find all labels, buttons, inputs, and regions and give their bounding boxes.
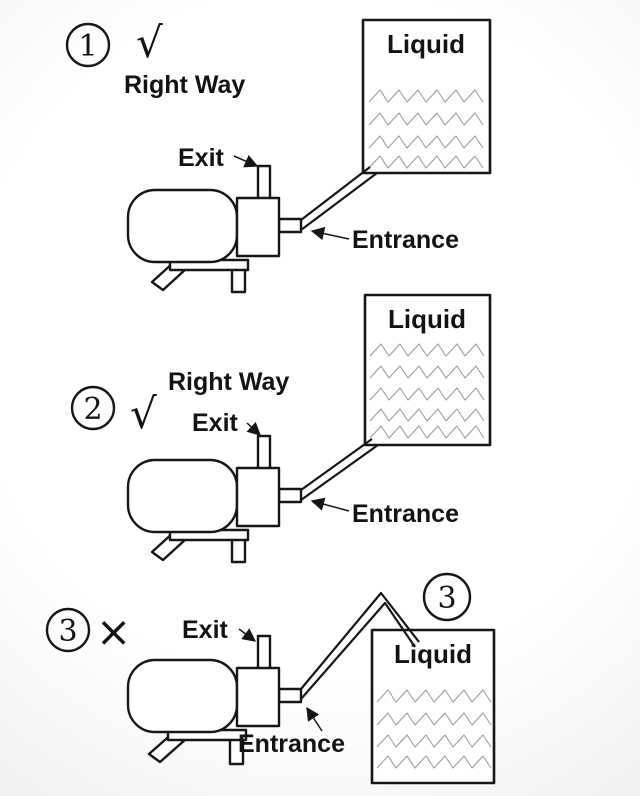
entrance-arrow — [310, 497, 350, 512]
panel-2-right-way: Liquid Right Way 2 √ Exit Entrance — [70, 293, 492, 564]
exit-label: Exit — [182, 616, 229, 644]
liquid-container — [370, 628, 496, 785]
suction-tube-over-rim — [300, 591, 420, 690]
entrance-arrow — [306, 706, 323, 732]
liquid-wave — [368, 155, 484, 169]
suction-tube — [300, 438, 373, 491]
pump-head — [235, 196, 281, 258]
suction-tube — [300, 166, 371, 221]
step-circle — [70, 385, 116, 431]
liquid-wave — [369, 343, 485, 357]
exit-label: Exit — [178, 144, 225, 172]
pump-exit-pipe — [256, 434, 272, 472]
liquid-wave — [376, 734, 492, 748]
suction-tube — [300, 172, 378, 231]
liquid-wave — [368, 89, 484, 103]
step-number: 1 — [78, 29, 97, 64]
pump-motor-body — [126, 458, 239, 534]
liquid-wave — [368, 135, 484, 149]
pump — [126, 434, 303, 564]
pump-head — [235, 666, 281, 728]
liquid-wave — [368, 112, 484, 126]
panel-1-right-way: Liquid 1 √ Right Way Exit Entrance — [65, 18, 492, 294]
liquid-wave — [369, 408, 485, 422]
suction-tube — [300, 444, 379, 501]
step-number: 3 — [58, 614, 77, 649]
exit-label: Exit — [192, 409, 239, 437]
pump-motor-body — [126, 188, 239, 264]
liquid-wave — [376, 689, 492, 703]
check-mark: √ — [136, 18, 163, 67]
corner-step-circle — [422, 572, 472, 622]
check-mark: √ — [130, 389, 157, 438]
cross-mark: × — [96, 607, 131, 656]
pump-head — [235, 466, 281, 528]
liquid-label: Liquid — [388, 304, 466, 334]
pump-entrance-nozzle — [277, 487, 303, 504]
way-label: Right Way — [168, 368, 289, 396]
liquid-wave — [376, 712, 492, 726]
entrance-arrow — [310, 226, 350, 241]
liquid-wave — [369, 425, 485, 439]
entrance-label: Entrance — [352, 226, 459, 254]
exit-arrow — [233, 154, 259, 168]
liquid-wave — [376, 755, 492, 769]
entrance-label: Entrance — [238, 730, 345, 758]
pump — [126, 634, 303, 766]
entrance-label: Entrance — [352, 500, 459, 528]
pump-exit-pipe — [256, 634, 272, 672]
corner-step-number: 3 — [437, 581, 456, 616]
pump-exit-pipe — [256, 164, 272, 202]
pump-entrance-nozzle — [277, 217, 303, 234]
panel-3-wrong-way: Liquid 3 × Exit 3 Entrance — [45, 572, 496, 785]
liquid-label: Liquid — [394, 639, 472, 669]
step-number: 2 — [83, 392, 102, 427]
step-circle — [45, 607, 91, 653]
suction-tube-over-rim — [300, 601, 416, 700]
exit-arrow — [238, 628, 257, 642]
pump-motor-body — [126, 658, 239, 734]
exit-arrow — [246, 421, 261, 436]
pump — [126, 164, 303, 294]
way-label: Right Way — [124, 71, 245, 99]
liquid-wave — [369, 387, 485, 401]
liquid-wave — [369, 365, 485, 379]
step-circle — [65, 22, 111, 68]
liquid-label: Liquid — [387, 29, 465, 59]
pump-entrance-nozzle — [277, 687, 303, 704]
